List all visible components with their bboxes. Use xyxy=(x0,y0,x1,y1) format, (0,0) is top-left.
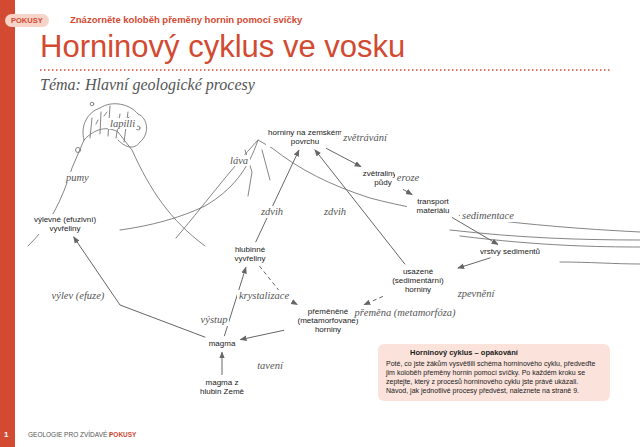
node-label: transport materiálu xyxy=(409,197,457,215)
process-arrow xyxy=(256,150,299,242)
process-arrow xyxy=(240,330,284,339)
section-tag: POKUSY xyxy=(5,14,49,27)
footer-text: GEOLOGIE PRO ZVÍDAVÉ / xyxy=(28,431,111,438)
process-arrow xyxy=(403,189,412,194)
process-label: eroze xyxy=(395,172,421,184)
title-rule xyxy=(40,69,612,70)
illustration-label: láva xyxy=(228,155,250,166)
process-arrow xyxy=(458,258,491,268)
process-label: výlev (efuze) xyxy=(50,290,107,302)
magma-node: magma xyxy=(207,338,238,349)
process-label: sedimentace xyxy=(460,210,516,222)
process-label: zvětrávání xyxy=(341,132,389,144)
process-label: zpevnění xyxy=(456,288,497,300)
note-body: Poté, co jste žákům vysvětlili schéma ho… xyxy=(386,359,602,395)
rock-node: transport materiálu xyxy=(407,196,459,216)
note-box: Horninový cyklus – opakováníPoté, co jst… xyxy=(378,344,610,401)
magma-node: magma z hlubin Země xyxy=(194,377,250,397)
rock-node: výlevné (efuzivní) vyvřeliny xyxy=(25,214,105,234)
process-label: krystalizace xyxy=(237,290,291,302)
side-bar xyxy=(0,0,15,447)
page-title: Horninový cyklus ve vosku xyxy=(40,30,405,64)
process-arrow xyxy=(364,296,383,304)
illustration-label: lapilli xyxy=(108,118,137,129)
process-arrow xyxy=(315,150,405,265)
node-label: vrstvy sedimentů xyxy=(480,247,540,256)
process-label: zdvih xyxy=(322,206,348,218)
process-label: tavení xyxy=(255,360,285,372)
subheading: Znázorněte koloběh přeměny hornin pomocí… xyxy=(70,14,302,25)
process-arrow xyxy=(326,148,361,166)
rock-node: horniny na zemském povrchu xyxy=(266,127,344,147)
node-label: hlubinné vyvřeliny xyxy=(224,245,276,263)
node-label: magma xyxy=(209,339,236,348)
process-arrow xyxy=(222,352,223,375)
note-heading: Horninový cyklus – opakování xyxy=(386,349,602,358)
node-label: výlevné (efuzivní) vyvřeliny xyxy=(27,215,103,233)
rock-node: usazené (sedimentární) horniny xyxy=(381,266,455,296)
volcano-sketch xyxy=(28,102,640,264)
node-label: magma z hlubin Země xyxy=(196,378,248,396)
topic-line: Téma: Hlavní geologické procesy xyxy=(40,76,255,94)
illustration-label: pumy xyxy=(64,172,91,183)
rock-node: vrstvy sedimentů xyxy=(478,246,542,257)
rock-node: hlubinné vyvřeliny xyxy=(222,244,278,264)
node-label: usazené (sedimentární) horniny xyxy=(383,267,453,295)
process-label: přeměna (metamorfóza) xyxy=(352,307,457,319)
process-label: zdvih xyxy=(259,206,285,218)
process-label: výstup xyxy=(199,314,230,326)
node-label: horniny na zemském povrchu xyxy=(268,128,342,146)
page-number: 1 xyxy=(4,430,8,439)
process-arrow xyxy=(74,237,206,337)
footer-text: POKUSY xyxy=(109,431,136,438)
